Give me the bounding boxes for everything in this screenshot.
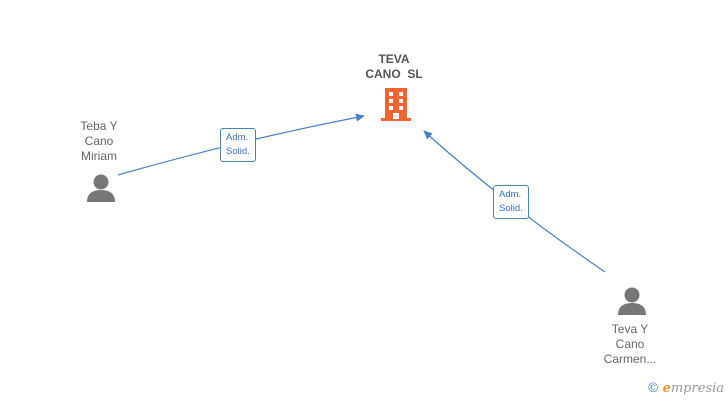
person-node-label-teba[interactable]: Teba Y Cano Miriam xyxy=(44,119,154,164)
person-node-label-teva[interactable]: Teva Y Cano Carmen... xyxy=(575,322,685,367)
company-name-line2: CANO SL xyxy=(365,67,423,81)
edge-role-line2: Solid. xyxy=(499,203,523,214)
person-name-line1: Teba Y xyxy=(80,119,118,133)
person-icon[interactable] xyxy=(618,287,646,316)
edge-label-teba[interactable]: Adm. Solid. xyxy=(220,128,256,162)
empresia-watermark: ©empresia xyxy=(647,381,724,396)
person-name-line3: Miriam xyxy=(81,149,117,163)
person-icon[interactable] xyxy=(87,174,115,203)
edge-role-line1: Adm. xyxy=(226,132,249,143)
company-node-label[interactable]: TEVA CANO SL xyxy=(339,52,449,82)
brand-name: mpresia xyxy=(670,381,724,396)
copyright-icon: © xyxy=(646,381,660,396)
person-name-line3: Carmen... xyxy=(603,352,657,366)
person-name-line2: Cano xyxy=(84,134,114,148)
building-icon[interactable] xyxy=(381,88,411,121)
brand-initial: e xyxy=(662,381,671,396)
edge-label-teva[interactable]: Adm. Solid. xyxy=(493,185,529,219)
company-name-line1: TEVA xyxy=(378,52,410,66)
edge-role-line1: Adm. xyxy=(499,189,522,200)
person-name-line2: Cano xyxy=(615,337,645,351)
person-name-line1: Teva Y xyxy=(611,322,649,336)
edge-role-line2: Solid. xyxy=(226,146,250,157)
